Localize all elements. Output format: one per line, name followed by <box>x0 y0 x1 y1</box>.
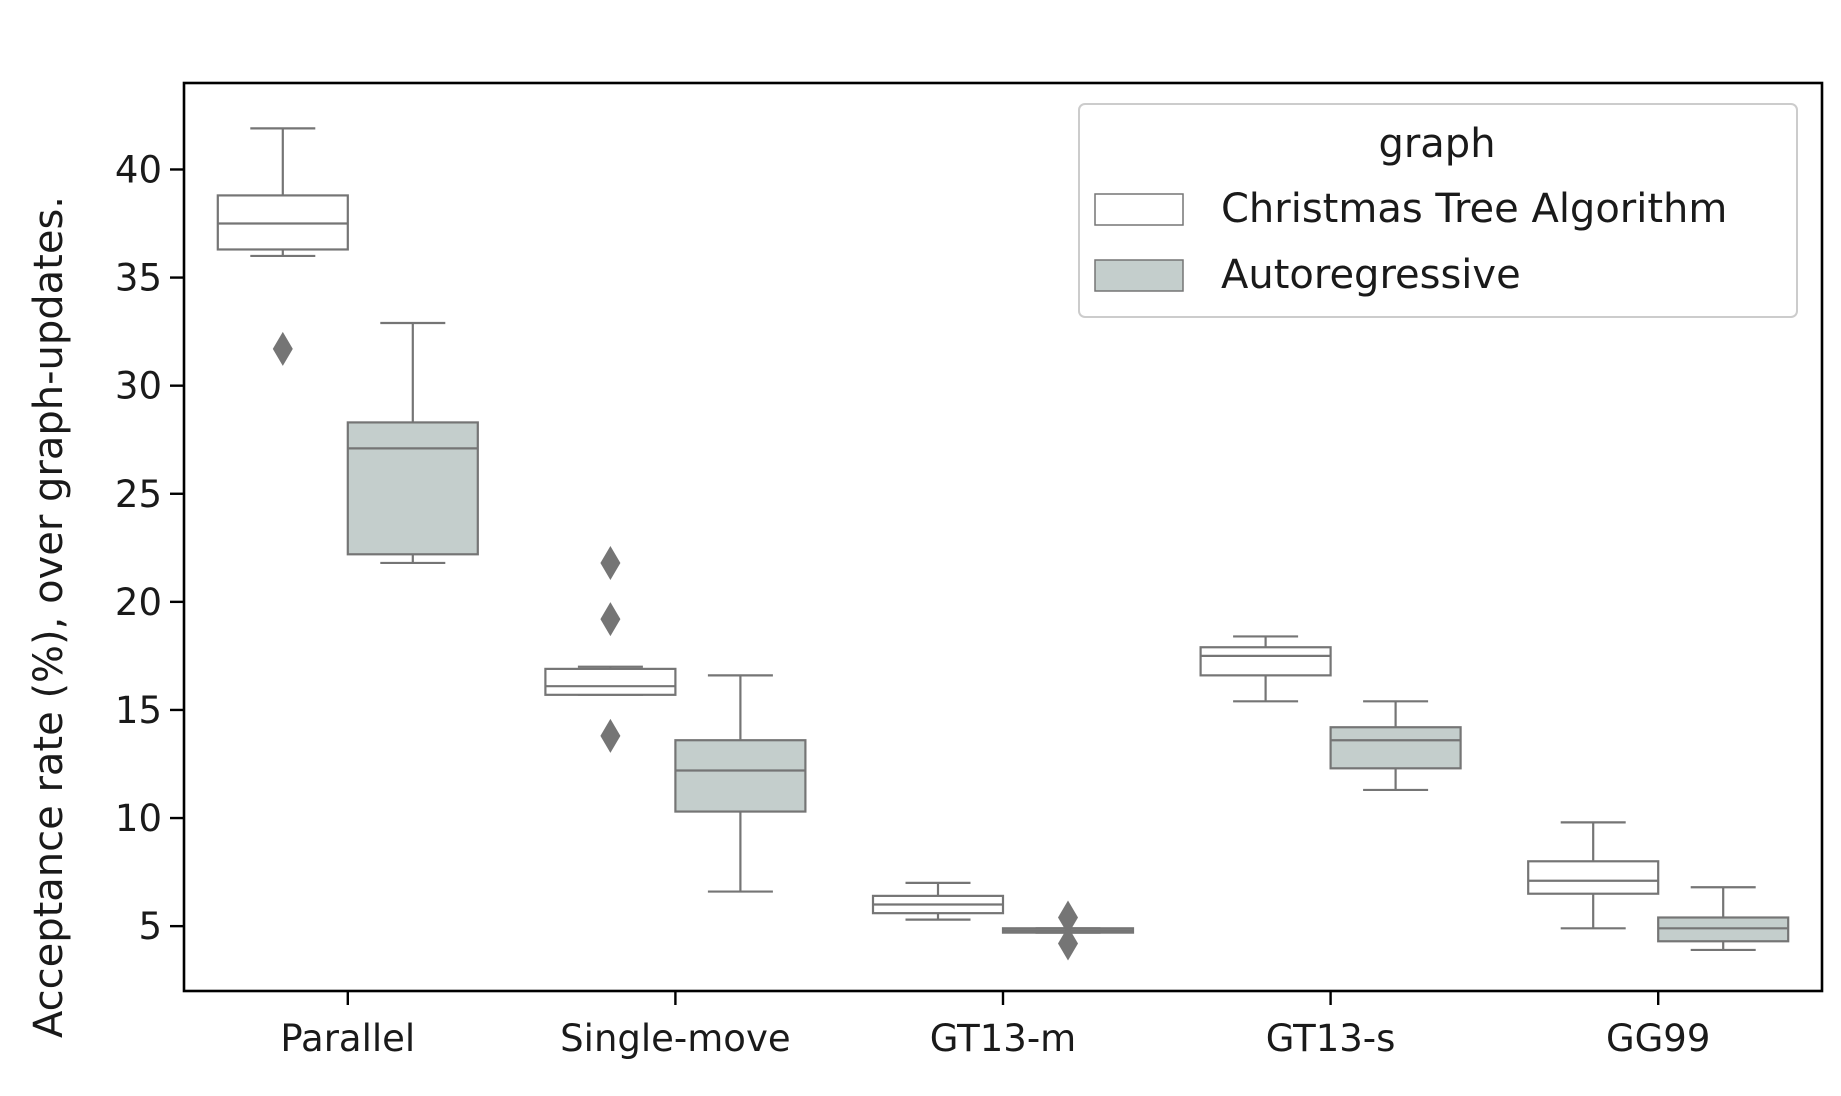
box-autoregressive-single-move <box>674 674 807 893</box>
outlier-point <box>600 718 621 753</box>
iqr-box <box>1199 646 1332 677</box>
box-autoregressive-gg99 <box>1657 886 1790 952</box>
plot-boxes <box>216 127 1790 961</box>
box-christmas-tree-algorithm-gg99 <box>1527 821 1660 930</box>
y-tick-label: 25 <box>115 473 162 516</box>
box-christmas-tree-algorithm-gt13-s <box>1199 635 1332 703</box>
plot-frame <box>182 81 1824 993</box>
y-tick-label: 20 <box>115 581 162 624</box>
legend-swatch <box>1094 259 1184 292</box>
legend-entry-label: Autoregressive <box>1221 252 1521 298</box>
iqr-box <box>1527 860 1660 895</box>
box-christmas-tree-algorithm-parallel <box>216 127 349 366</box>
y-tick-label: 15 <box>115 689 162 732</box>
x-tick-label: GT13-s <box>1266 1017 1396 1060</box>
legend-swatch <box>1094 193 1184 226</box>
iqr-box <box>346 421 479 556</box>
y-tick-label: 10 <box>115 797 162 840</box>
y-tick-label: 30 <box>115 365 162 408</box>
legend-frame <box>1078 103 1798 318</box>
iqr-box <box>544 667 677 696</box>
x-tick-label: Single-move <box>560 1017 790 1060</box>
outlier-point <box>600 602 621 637</box>
box-christmas-tree-algorithm-gt13-m <box>871 881 1005 921</box>
box-autoregressive-parallel <box>346 321 479 565</box>
legend-entry-label: Christmas Tree Algorithm <box>1221 186 1727 232</box>
box-christmas-tree-algorithm-single-move <box>544 545 677 753</box>
y-tick-label: 5 <box>138 905 162 948</box>
y-tick-label: 35 <box>115 257 162 300</box>
outlier-point <box>600 545 621 580</box>
x-tick-label: GG99 <box>1606 1017 1710 1060</box>
legend-title: graph <box>1378 121 1495 167</box>
box-autoregressive-gt13-m <box>1001 900 1135 961</box>
iqr-box <box>674 739 807 813</box>
y-tick-label: 40 <box>115 148 162 191</box>
outlier-point <box>272 331 293 366</box>
outlier-point <box>1058 900 1078 935</box>
x-tick-label: Parallel <box>280 1017 415 1060</box>
x-tick-label: GT13-m <box>930 1017 1076 1060</box>
outlier-point <box>1058 926 1078 961</box>
y-axis-label-group: Acceptance rate (%), over graph-updates. <box>26 196 72 1038</box>
box-autoregressive-gt13-s <box>1329 700 1462 792</box>
iqr-box <box>1329 726 1462 770</box>
y-axis-label: Acceptance rate (%), over graph-updates. <box>26 196 72 1038</box>
